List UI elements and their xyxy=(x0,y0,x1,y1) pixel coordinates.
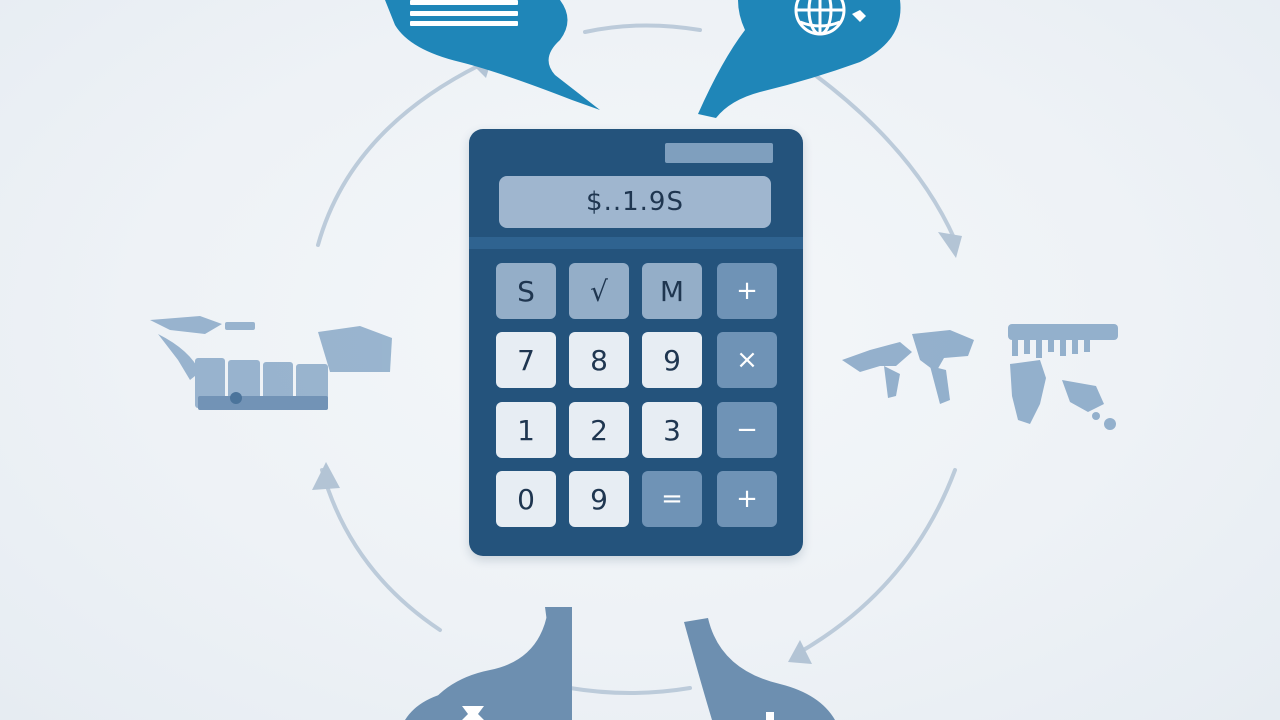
shipping-map-icon xyxy=(150,316,392,410)
calculator-key[interactable]: 3 xyxy=(642,402,702,458)
calculator-key[interactable]: + xyxy=(717,471,777,527)
calculator-display: $..1.9S xyxy=(499,176,771,228)
calculator-key[interactable]: + xyxy=(717,263,777,319)
calculator-key[interactable]: M xyxy=(642,263,702,319)
calculator-key[interactable]: S xyxy=(496,263,556,319)
calculator-display-value: $..1.9S xyxy=(586,187,684,217)
world-map-icon xyxy=(842,324,1118,430)
chart-icon xyxy=(684,618,835,720)
calculator-key[interactable]: 1 xyxy=(496,402,556,458)
cycle-arc-top xyxy=(583,23,702,34)
calculator-key[interactable]: 0 xyxy=(496,471,556,527)
cycle-arc-right xyxy=(793,468,957,657)
cycle-arc-left-bottom xyxy=(320,468,442,632)
calculator-key[interactable]: − xyxy=(717,402,777,458)
calculator-key[interactable]: 2 xyxy=(569,402,629,458)
cycle-arc-left-top xyxy=(316,63,482,247)
calculator-divider xyxy=(469,237,803,249)
calculator-key[interactable]: × xyxy=(717,332,777,388)
cycle-arc-bottom xyxy=(568,686,692,695)
calculator-key[interactable]: 7 xyxy=(496,332,556,388)
hourglass-icon xyxy=(405,607,572,720)
calculator-key[interactable]: 9 xyxy=(642,332,702,388)
cycle-arc-top-right xyxy=(813,73,957,242)
calculator-key[interactable]: √ xyxy=(569,263,629,319)
calculator-key[interactable]: = xyxy=(642,471,702,527)
calculator-key[interactable]: 9 xyxy=(569,471,629,527)
calculator-key[interactable]: 8 xyxy=(569,332,629,388)
cycle-arrowhead-left-icon xyxy=(312,462,340,490)
cycle-arrowhead-bottom-right-icon xyxy=(788,640,812,664)
calculator-solar-panel xyxy=(665,143,773,163)
document-lines-icon xyxy=(385,0,600,110)
globe-icon xyxy=(698,0,901,118)
cycle-arrowhead-right-icon xyxy=(938,232,962,258)
